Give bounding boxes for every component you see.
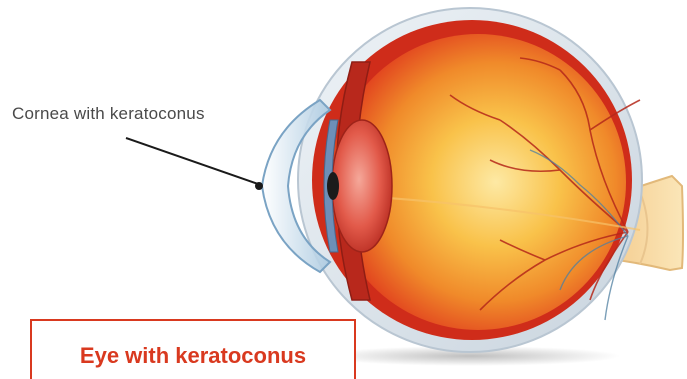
cornea-callout-label: Cornea with keratoconus xyxy=(12,104,205,124)
eye-cross-section-diagram xyxy=(0,0,687,367)
callout-dot xyxy=(255,182,263,190)
callout-line xyxy=(126,138,258,184)
lens xyxy=(332,120,392,252)
pupil xyxy=(327,172,339,200)
caption-title: Eye with keratoconus xyxy=(32,343,354,369)
caption-box: Eye with keratoconus xyxy=(30,319,356,379)
